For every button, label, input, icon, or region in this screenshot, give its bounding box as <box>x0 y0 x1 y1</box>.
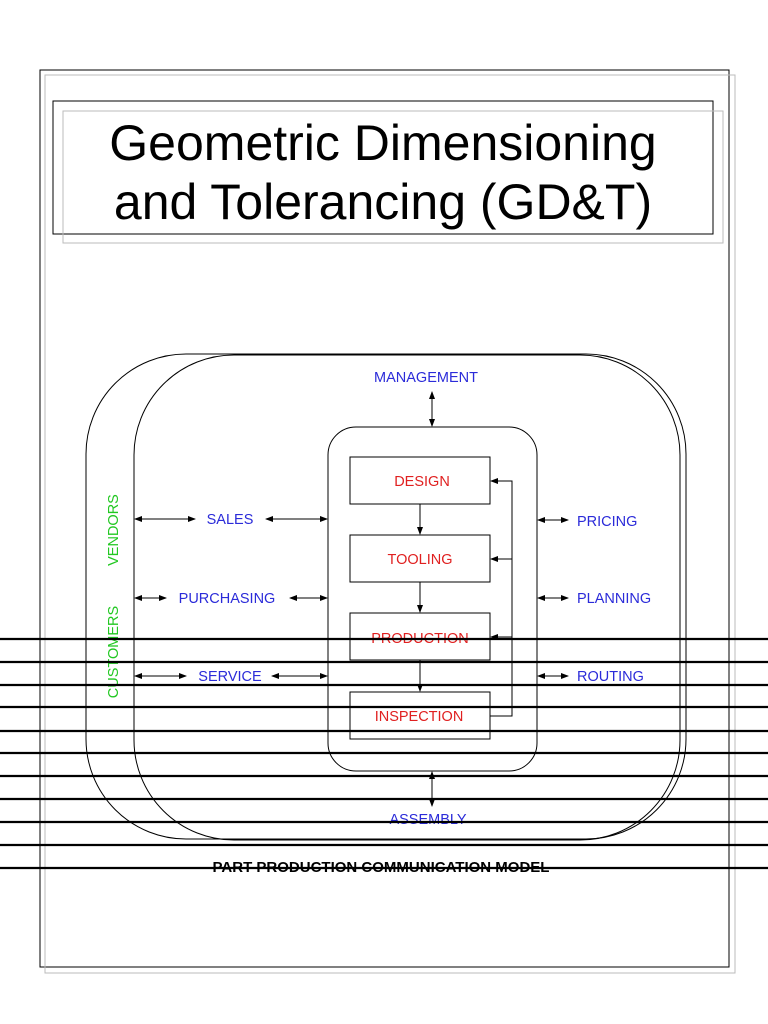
process-box-design: DESIGN <box>349 456 491 505</box>
management-label: MANAGEMENT <box>374 370 478 386</box>
sales-label: SALES <box>207 512 254 528</box>
design-label: DESIGN <box>394 474 450 490</box>
assembly-label: ASSEMBLY <box>389 812 466 828</box>
customers-label: CUSTOMERS <box>106 606 122 698</box>
process-box-tooling: TOOLING <box>349 534 491 583</box>
planning-label: PLANNING <box>577 591 651 607</box>
title-box: Geometric Dimensioning and Tolerancing (… <box>52 100 724 244</box>
left-departments: SALES PURCHASING SERVICE <box>134 512 328 685</box>
page-border <box>39 69 736 974</box>
routing-label: ROUTING <box>577 669 644 685</box>
process-flow-arrows <box>417 478 513 717</box>
title-line-2: and Tolerancing (GD&T) <box>114 174 652 230</box>
overlay-lines <box>0 637 768 870</box>
pricing-label: PRICING <box>577 514 637 530</box>
process-box-production: PRODUCTION <box>349 612 491 661</box>
tooling-label: TOOLING <box>388 552 453 568</box>
service-label: SERVICE <box>198 669 262 685</box>
purchasing-label: PURCHASING <box>179 591 276 607</box>
vendors-label: VENDORS <box>106 494 122 566</box>
right-departments: PRICING PLANNING ROUTING <box>537 514 651 685</box>
title-line-1: Geometric Dimensioning <box>109 115 656 171</box>
inspection-label: INSPECTION <box>375 709 464 725</box>
